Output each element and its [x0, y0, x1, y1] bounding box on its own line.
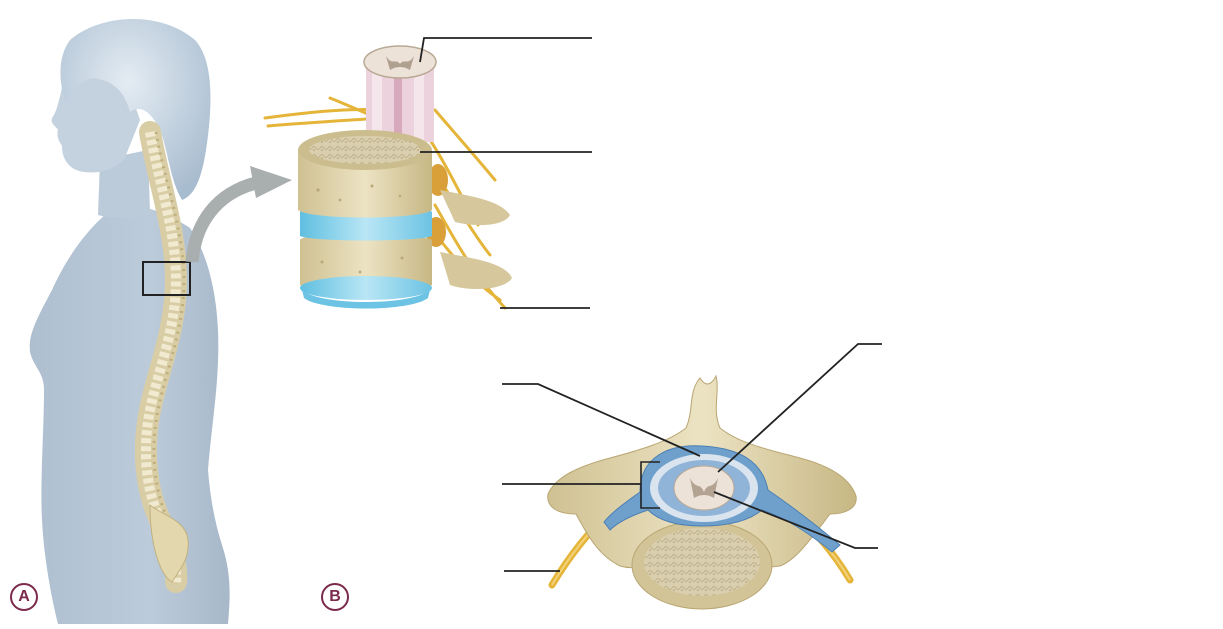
spinal-cord-segment: [363, 45, 437, 142]
panel-label-a: A: [10, 583, 38, 611]
panel-a-silhouette: [29, 18, 292, 624]
spine-highlight-box: [142, 261, 191, 296]
panel-label-b: B: [321, 583, 349, 611]
leader-line-cord-section: [717, 343, 882, 473]
zoom-arrow: [185, 175, 262, 263]
panel-b-cross-section: [547, 374, 857, 610]
leader-line-spinal-cord: [419, 37, 592, 63]
leader-lines: [419, 37, 882, 572]
meninges-bracket: [640, 461, 660, 509]
panel-b-vertebrae: [263, 45, 512, 310]
zoom-arrowhead: [250, 166, 292, 198]
leader-line-membrane-upper: [502, 383, 701, 457]
leader-line-central-canal: [713, 491, 878, 549]
spinal-cord-section: [673, 465, 735, 511]
hair: [60, 18, 211, 200]
body-silhouette: [29, 205, 230, 624]
spinal-column: [134, 121, 189, 593]
